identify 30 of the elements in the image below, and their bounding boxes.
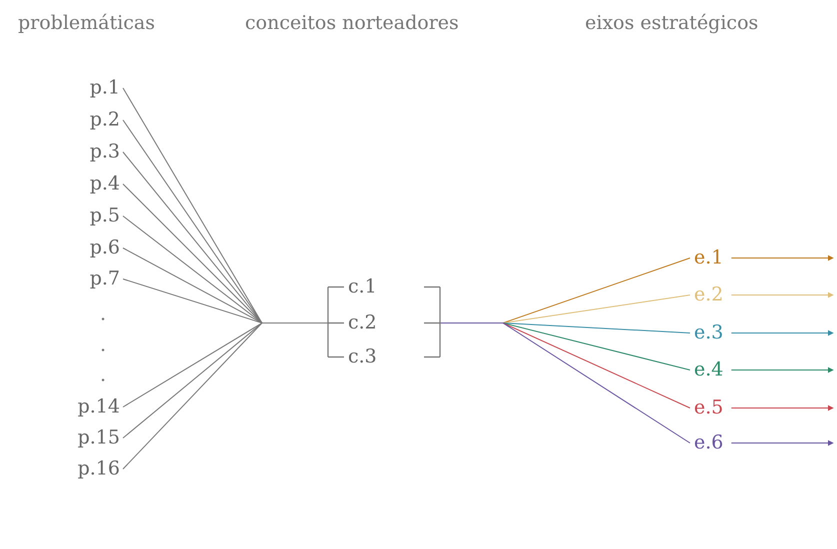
problem-label: p.7 (90, 270, 120, 288)
arrow (730, 405, 834, 411)
column-heading: problemáticas (18, 12, 155, 34)
ellipsis-dot: . (100, 336, 106, 355)
ellipsis-dot: . (100, 305, 106, 324)
axis-label: e.3 (694, 324, 724, 342)
problem-label: p.5 (90, 206, 120, 226)
axis-label: e.4 (694, 360, 724, 380)
problem-label: p.6 (90, 238, 120, 258)
arrow (730, 255, 834, 261)
arrow (730, 367, 834, 373)
arrow (730, 292, 834, 298)
axis-label: e.6 (694, 434, 724, 452)
arrow (730, 440, 834, 446)
problem-label: p.1 (90, 78, 120, 98)
connector-line (440, 322, 690, 444)
arrow (730, 330, 834, 336)
problem-label: p.15 (78, 428, 120, 448)
column-heading: conceitos norteadores (245, 12, 459, 34)
column-heading: eixos estratégicos (585, 12, 758, 34)
problem-label: p.2 (90, 110, 120, 130)
ellipsis-dot: . (100, 366, 106, 385)
problem-label: p.16 (78, 460, 120, 478)
problem-label: p.4 (90, 174, 120, 194)
axis-label: e.1 (694, 248, 724, 268)
problem-label: p.14 (78, 398, 120, 416)
axis-label: e.2 (694, 286, 724, 304)
problem-label: p.3 (90, 142, 120, 162)
axis-label: e.5 (694, 398, 724, 418)
connector-line (122, 322, 328, 470)
